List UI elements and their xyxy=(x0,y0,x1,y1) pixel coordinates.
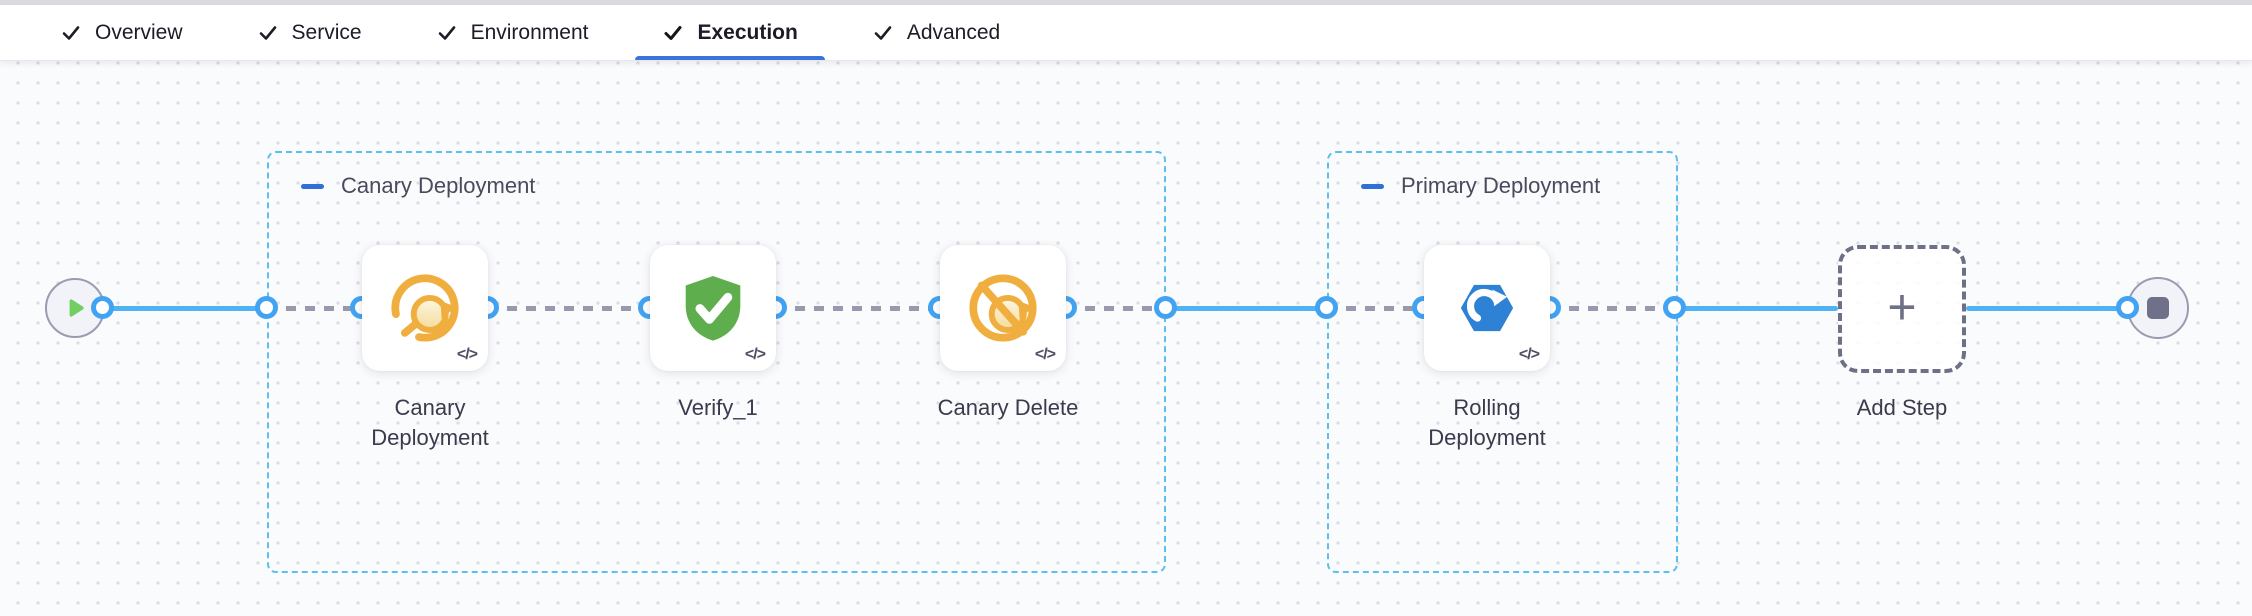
add-step-label: Add Step xyxy=(1856,395,1948,420)
group-label: Primary Deployment xyxy=(1401,173,1601,198)
tab-label: Advanced xyxy=(906,20,1001,44)
link-node xyxy=(2116,296,2139,319)
stage-config-tabbar: Overview Service Environment Execution A… xyxy=(0,5,2252,61)
group-header-primary[interactable]: Primary Deployment xyxy=(1361,173,1600,199)
active-tab-underline xyxy=(635,56,825,60)
add-step-button[interactable]: + xyxy=(1838,245,1966,373)
shield-check-icon xyxy=(685,275,741,341)
window-top-border xyxy=(0,0,2252,5)
pipeline-link-dashed xyxy=(1327,306,1424,311)
canary-icon xyxy=(391,274,459,342)
stop-icon xyxy=(2147,297,2169,319)
pipeline-canvas[interactable]: Canary Deployment Primary Deployment xyxy=(0,61,2252,616)
code-badge: </> xyxy=(1034,346,1056,363)
code-badge: </> xyxy=(456,346,478,363)
tab-execution[interactable]: Execution xyxy=(632,5,827,60)
minus-icon[interactable] xyxy=(1361,183,1384,189)
tab-overview[interactable]: Overview xyxy=(30,5,213,60)
link-node xyxy=(1315,296,1338,319)
pipeline-link-dashed xyxy=(776,306,940,311)
tab-label: Overview xyxy=(95,20,183,44)
step-card-canary-delete[interactable]: </> xyxy=(940,245,1066,371)
pipeline-link-solid xyxy=(1966,306,2128,311)
check-icon xyxy=(664,25,682,40)
tab-service[interactable]: Service xyxy=(227,5,392,60)
tab-label: Environment xyxy=(470,20,589,44)
pipeline-link-dashed xyxy=(1550,306,1675,311)
step-card-rolling-deployment[interactable]: </> xyxy=(1424,245,1550,371)
tab-advanced[interactable]: Advanced xyxy=(842,5,1030,60)
code-badge: </> xyxy=(1518,346,1540,363)
pipeline-link-solid xyxy=(1675,306,1838,311)
group-header-canary[interactable]: Canary Deployment xyxy=(301,173,535,199)
code-badge: </> xyxy=(744,346,766,363)
plus-icon: + xyxy=(1887,279,1917,335)
step-label-verify-1: Verify_1 xyxy=(678,395,758,420)
stage-group-canary-deployment: Canary Deployment xyxy=(267,151,1166,573)
pipeline-link-dashed xyxy=(267,306,362,311)
pipeline-link-dashed xyxy=(488,306,650,311)
play-icon xyxy=(69,299,84,317)
link-node xyxy=(255,296,278,319)
check-icon xyxy=(62,25,80,40)
step-label-canary-deployment: Canary Deployment xyxy=(371,395,489,450)
link-node xyxy=(1663,296,1686,319)
step-label-rolling-deployment: Rolling Deployment xyxy=(1428,395,1546,450)
stage-group-primary-deployment: Primary Deployment xyxy=(1327,151,1678,573)
pipeline-link-solid xyxy=(1166,306,1327,311)
pipeline-link-dashed xyxy=(1066,306,1166,311)
group-label: Canary Deployment xyxy=(341,173,536,198)
step-card-verify-1[interactable]: </> xyxy=(650,245,776,371)
tab-environment[interactable]: Environment xyxy=(406,5,619,60)
link-node xyxy=(1154,296,1177,319)
check-icon xyxy=(259,25,276,40)
check-icon xyxy=(438,25,455,40)
step-label-canary-delete: Canary Delete xyxy=(937,395,1079,420)
check-icon xyxy=(874,25,892,40)
tab-label: Execution xyxy=(697,20,798,44)
step-card-canary-deployment[interactable]: </> xyxy=(362,245,488,371)
link-node xyxy=(91,296,114,319)
rolling-update-icon xyxy=(1460,284,1514,332)
canary-slash-icon xyxy=(969,274,1037,342)
minus-icon[interactable] xyxy=(301,183,324,189)
pipeline-link-solid xyxy=(103,306,267,311)
tab-label: Service xyxy=(291,20,362,44)
